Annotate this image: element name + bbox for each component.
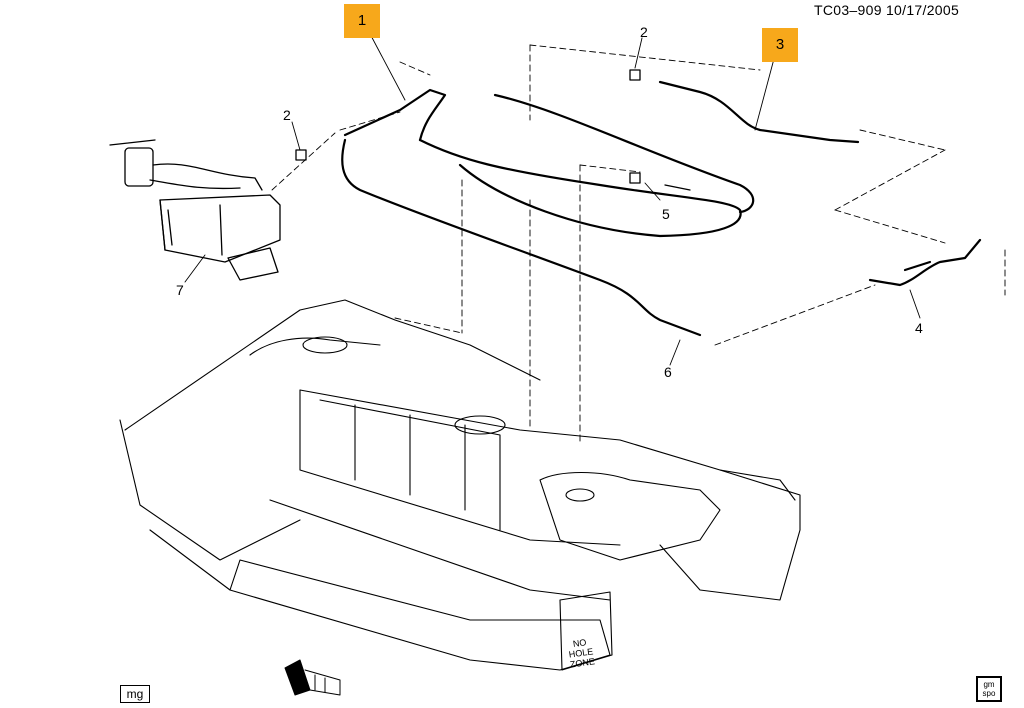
callout-4: 4 — [915, 320, 923, 336]
leader-lines — [184, 29, 921, 366]
frame-and-tank — [119, 299, 801, 671]
callout-3: 3 — [775, 36, 785, 53]
orientation-arrow-icon — [284, 659, 341, 696]
line-1 — [343, 88, 755, 238]
callout-6: 6 — [664, 364, 672, 380]
mg-badge: mg — [120, 685, 150, 703]
no-hole-zone-label: NO HOLE ZONE — [568, 637, 596, 670]
phantom-lines — [271, 44, 1006, 446]
gm-spo-badge: gm spo — [976, 676, 1002, 702]
reference-code: TC03–909 10/17/2005 — [814, 2, 960, 18]
callout-1-highlight: 1 — [344, 4, 380, 38]
line-6 — [341, 138, 702, 337]
callout-2-right: 2 — [640, 24, 648, 40]
line-4 — [868, 238, 982, 287]
fittings — [295, 69, 691, 191]
callout-7: 7 — [176, 282, 184, 298]
callout-2-left: 2 — [283, 107, 291, 123]
callout-3-highlight: 3 — [762, 28, 798, 62]
callout-1: 1 — [357, 12, 367, 29]
line-3 — [658, 80, 860, 144]
vapor-canister — [109, 139, 281, 281]
callout-5: 5 — [662, 206, 670, 222]
